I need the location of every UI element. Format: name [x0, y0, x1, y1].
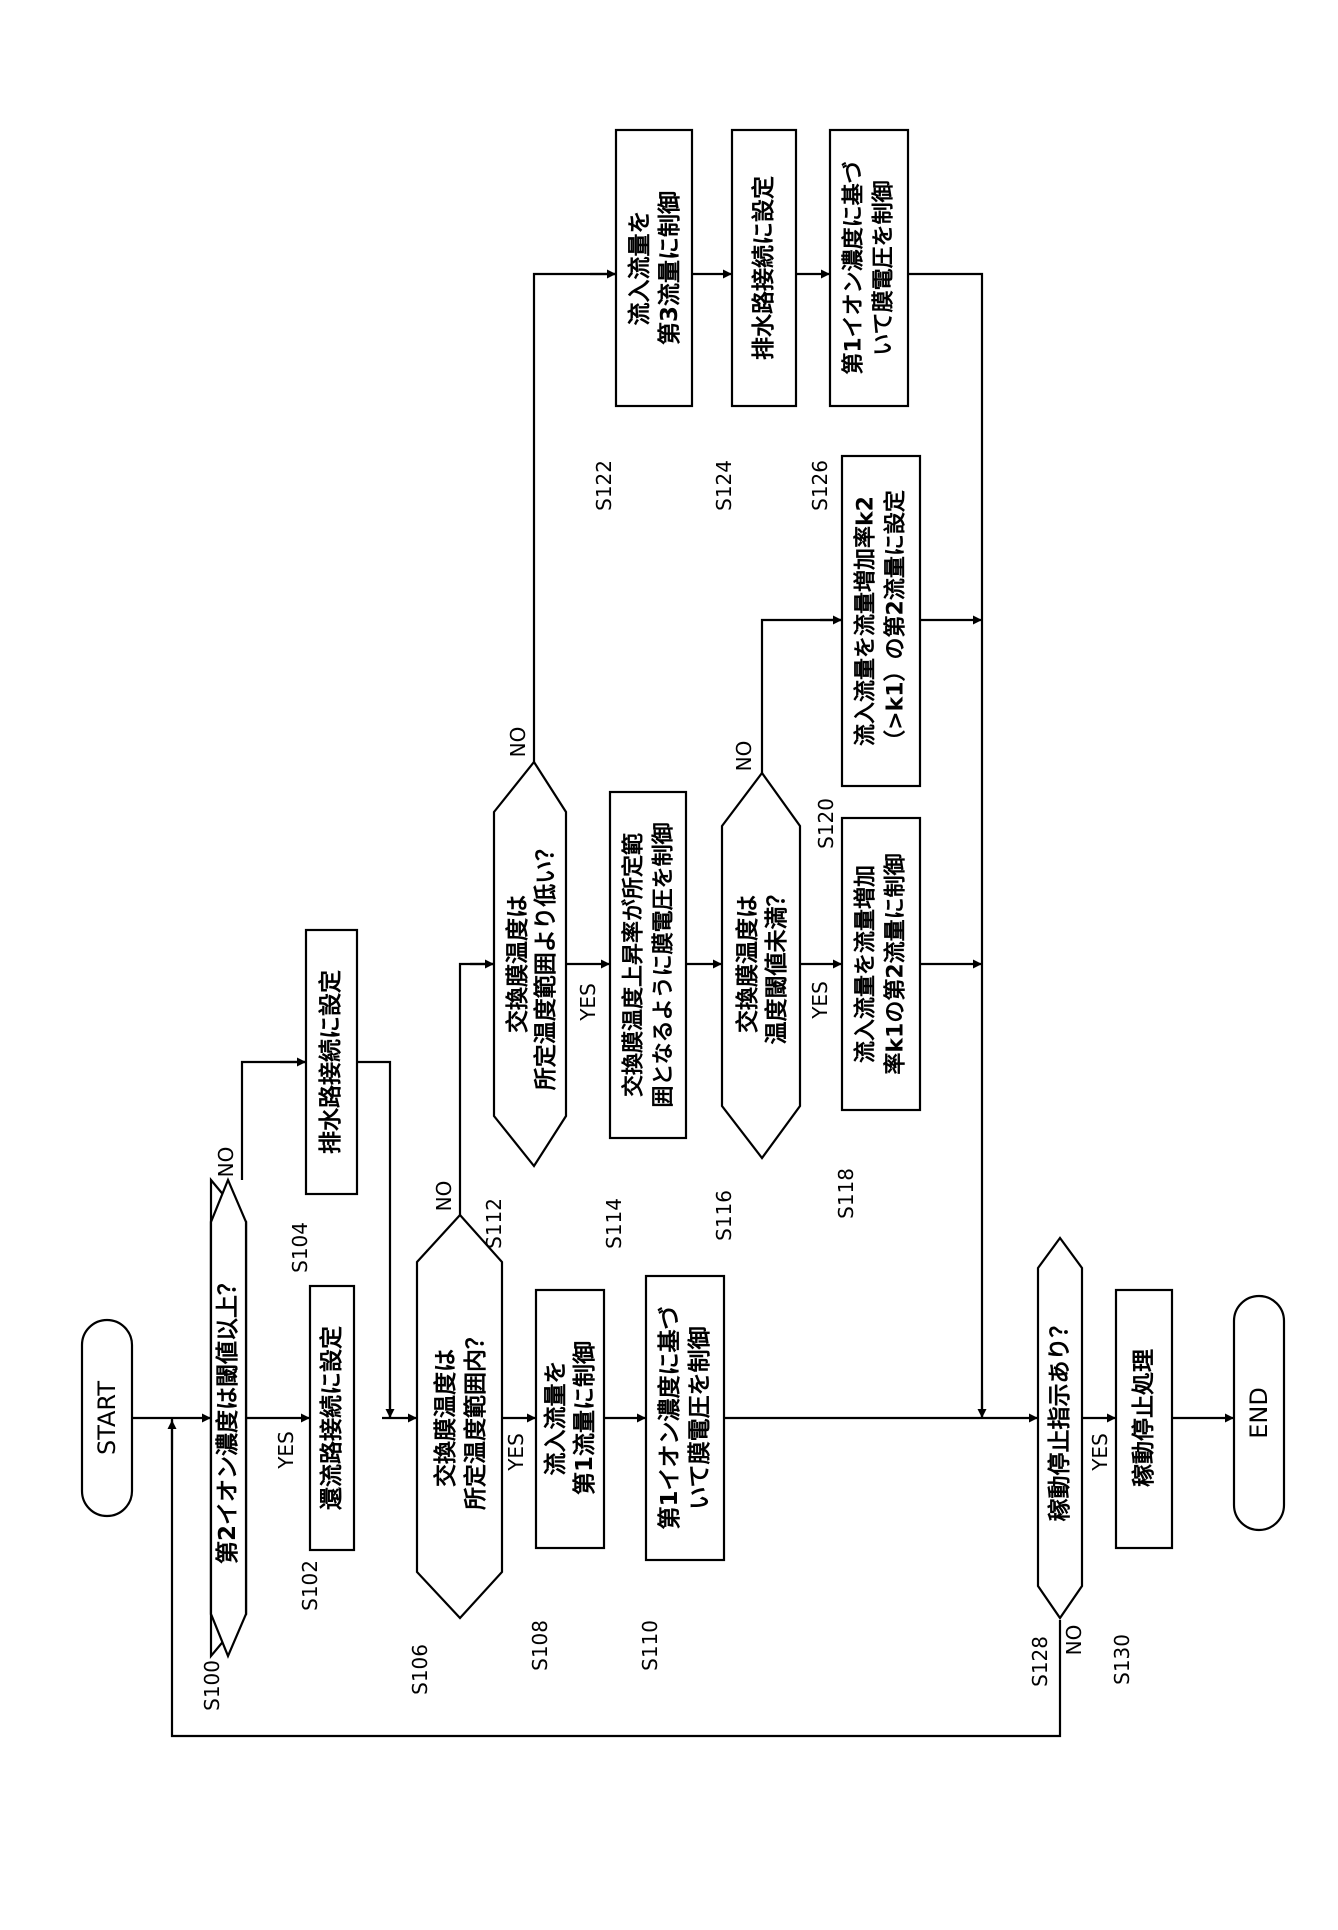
start-label: START [93, 1381, 121, 1455]
label-s100: S100 [200, 1660, 224, 1711]
process-s104: 排水路接続に設定 [306, 930, 357, 1194]
end-label: END [1245, 1387, 1273, 1439]
no-label-s116: NO [732, 741, 756, 772]
process-s124: 排水路接続に設定 [732, 130, 796, 406]
yes-label-s112: YES [576, 983, 600, 1022]
process-s118: 流入流量を流量増加 率k1の第2流量に制御 [842, 818, 920, 1110]
process-s122: 流入流量を 第3流量に制御 [616, 130, 692, 406]
s104-text: 排水路接続に設定 [317, 970, 344, 1154]
decision-s106: 交換膜温度は 所定温度範囲内？ [417, 1215, 502, 1618]
process-s102: 還流路接続に設定 [310, 1286, 354, 1550]
process-s120: 流入流量を流量増加率k2 （>k1）の第2流量に設定 [842, 456, 920, 786]
label-s106: S106 [408, 1644, 432, 1695]
label-s108: S108 [528, 1620, 552, 1671]
process-s126: 第1イオン濃度に基づ いて膜電圧を制御 [830, 130, 908, 406]
label-s118: S118 [834, 1168, 858, 1219]
label-s122: S122 [592, 460, 616, 511]
s108-text-2: 第1流量に制御 [571, 1341, 598, 1495]
s112-text-2: 所定温度範囲より低い？ [532, 838, 559, 1091]
process-s110: 第1イオン濃度に基づ いて膜電圧を制御 [646, 1276, 724, 1560]
decision-s116: 交換膜温度は 温度閾値未満？ [722, 773, 800, 1158]
label-s112: S112 [482, 1198, 506, 1249]
s100-text: 第2イオン濃度は閾値以上？ [214, 1272, 241, 1564]
s106-text-1: 交換膜温度は [432, 1349, 459, 1487]
s122-text-2: 第3流量に制御 [656, 191, 683, 345]
label-s114: S114 [602, 1198, 626, 1249]
s122-text-1: 流入流量を [626, 211, 653, 326]
label-s124: S124 [712, 460, 736, 511]
label-s126: S126 [808, 460, 832, 511]
s118-text-1: 流入流量を流量増加 [853, 865, 879, 1063]
yes-label-s106: YES [504, 1433, 528, 1472]
label-s104: S104 [288, 1222, 312, 1273]
label-s116: S116 [712, 1190, 736, 1241]
process-s130: 稼動停止処理 [1116, 1290, 1172, 1548]
s126-text-2: いて膜電圧を制御 [871, 180, 897, 355]
label-s110: S110 [638, 1620, 662, 1671]
s114-text-1: 交換膜温度上昇率が所定範 [621, 833, 647, 1097]
decision-s128: 稼動停止指示あり？ [1038, 1238, 1082, 1618]
s124-text: 排水路接続に設定 [750, 176, 777, 360]
no-label-s112: NO [506, 727, 530, 758]
process-s114: 交換膜温度上昇率が所定範 囲となるように膜電圧を制御 [610, 792, 686, 1138]
s120-text-1: 流入流量を流量増加率k2 [853, 496, 879, 746]
s114-text-2: 囲となるように膜電圧を制御 [651, 822, 677, 1107]
s116-text-1: 交換膜温度は [734, 895, 761, 1033]
process-s108: 流入流量を 第1流量に制御 [536, 1290, 604, 1548]
label-s102: S102 [298, 1560, 322, 1611]
no-label-s106: NO [432, 1181, 456, 1212]
yes-label-s116: YES [808, 981, 832, 1020]
s112-text-1: 交換膜温度は [504, 895, 531, 1033]
decision-s100: 第2イオン濃度は閾値以上？ [211, 1180, 246, 1656]
end-terminal: END [1234, 1296, 1284, 1530]
s128-text: 稼動停止指示あり？ [1046, 1315, 1073, 1522]
no-label-s128: NO [1062, 1625, 1086, 1656]
s116-text-2: 温度閾値未満？ [763, 884, 790, 1045]
start-terminal: START [82, 1320, 132, 1516]
s108-text-1: 流入流量を [542, 1361, 569, 1476]
s106-text-2: 所定温度範囲内？ [462, 1326, 489, 1510]
label-s128: S128 [1028, 1636, 1052, 1687]
label-s120: S120 [814, 798, 838, 849]
yes-label-s100: YES [274, 1431, 298, 1470]
s110-text-2: いて膜電圧を制御 [686, 1326, 713, 1509]
s102-text: 還流路接続に設定 [318, 1326, 345, 1510]
decision-s112: 交換膜温度は 所定温度範囲より低い？ [494, 762, 566, 1166]
no-label-s100: NO [214, 1147, 238, 1178]
s120-text-2: （>k1）の第2流量に設定 [883, 490, 909, 752]
s110-text-1: 第1イオン濃度に基づ [656, 1306, 683, 1529]
label-s130: S130 [1110, 1634, 1134, 1685]
s130-text: 稼動停止処理 [1130, 1349, 1157, 1487]
s126-text-1: 第1イオン濃度に基づ [841, 161, 867, 374]
yes-label-s128: YES [1088, 1433, 1112, 1472]
s118-text-2: 率k1の第2流量に制御 [883, 853, 909, 1074]
